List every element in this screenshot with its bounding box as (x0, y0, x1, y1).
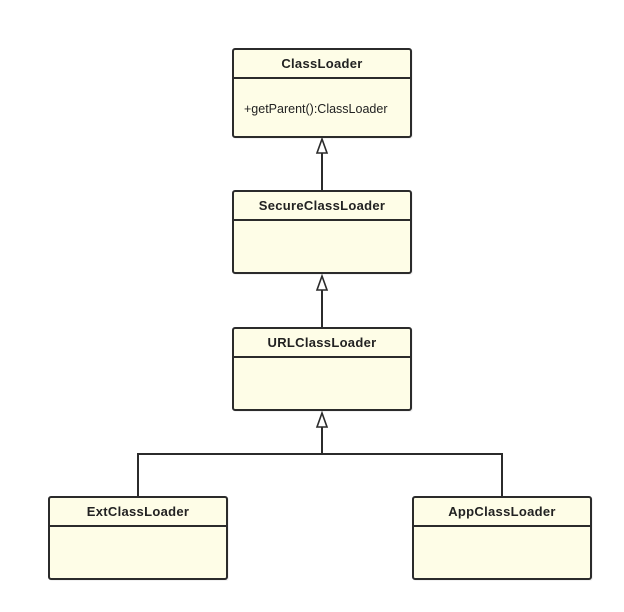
inheritance-arrowhead-url (315, 410, 329, 428)
class-box-extclassloader[interactable]: ExtClassLoader (48, 496, 228, 580)
class-methods: +getParent():ClassLoader (234, 79, 410, 117)
inheritance-arrowhead-secure (315, 273, 329, 291)
inheritance-line-ext-to-url (137, 453, 322, 496)
class-box-classloader[interactable]: ClassLoader +getParent():ClassLoader (232, 48, 412, 138)
inheritance-arrowhead-classloader (315, 136, 329, 154)
class-name: ExtClassLoader (50, 498, 226, 527)
class-name: SecureClassLoader (234, 192, 410, 221)
inheritance-line-app-to-url (322, 453, 503, 496)
class-box-appclassloader[interactable]: AppClassLoader (412, 496, 592, 580)
class-name: ClassLoader (234, 50, 410, 79)
class-name: AppClassLoader (414, 498, 590, 527)
class-box-urlclassloader[interactable]: URLClassLoader (232, 327, 412, 411)
method-get-parent: +getParent():ClassLoader (244, 102, 388, 116)
class-name: URLClassLoader (234, 329, 410, 358)
class-box-secureclassloader[interactable]: SecureClassLoader (232, 190, 412, 274)
